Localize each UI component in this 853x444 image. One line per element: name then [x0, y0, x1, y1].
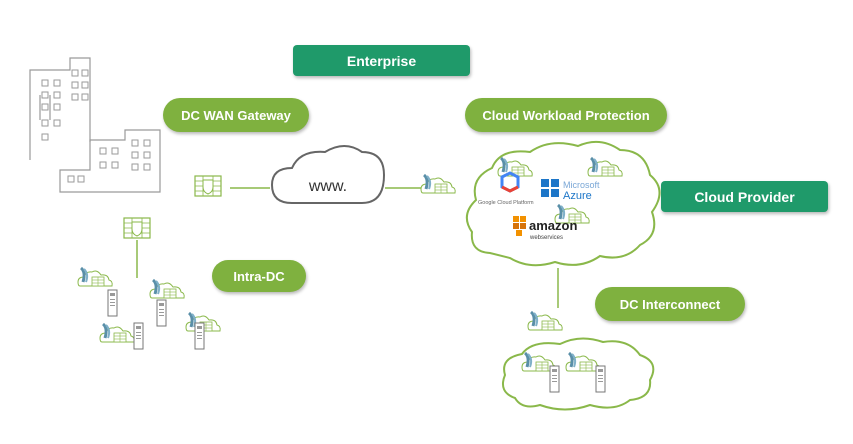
intra-dc-cluster [76, 266, 222, 350]
interconnect-cloud-icon [502, 337, 655, 411]
cloud-provider-label: Cloud Provider [661, 181, 828, 212]
webservices-logo-text: webservices [529, 235, 563, 241]
google-cloud-logo: Google Cloud Platform [478, 171, 534, 206]
dc-wan-gateway-label: DC WAN Gateway [163, 98, 309, 132]
cloud-workload-protection-label: Cloud Workload Protection [465, 98, 667, 132]
google-logo-text: Google Cloud Platform [478, 200, 534, 206]
enterprise-building-icon [29, 57, 161, 193]
microsoft-azure-logo: Microsoft Azure [541, 179, 600, 202]
interconnect-edge-cloud-icon [526, 310, 564, 332]
dc-interconnect-label: DC Interconnect [595, 287, 745, 321]
enterprise-label: Enterprise [293, 45, 470, 76]
microsoft-logo-text: Microsoft [563, 180, 600, 190]
azure-logo-text: Azure [563, 190, 592, 202]
internet-cloud-icon: www. [270, 145, 386, 204]
intra-dc-label: Intra-DC [212, 260, 306, 292]
amazon-web-services-logo: amazon webservices [513, 216, 577, 241]
amazon-logo-text: amazon [529, 218, 577, 233]
gateway-firewall-icon [194, 175, 222, 197]
www-label: www. [308, 178, 347, 195]
intra-dc-firewall-icon [123, 217, 151, 239]
connection-lines [136, 187, 559, 308]
edge-cloud-icon [419, 173, 457, 195]
